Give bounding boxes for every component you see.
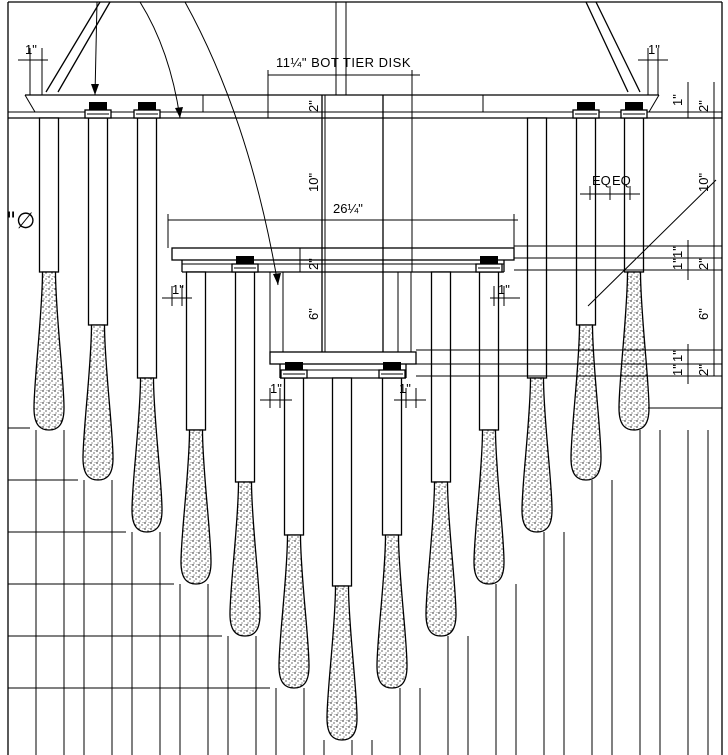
- dim-6in-right: 6": [696, 308, 711, 320]
- pendant-glass-drop: [521, 377, 553, 533]
- pendant-light: [326, 377, 358, 741]
- leader-lines: [91, 1, 717, 307]
- pendant-glass-drop: [229, 481, 261, 637]
- bot-tier-disk-label: 11¼" BOT TIER DISK: [276, 55, 411, 70]
- pendant-light: [376, 362, 408, 689]
- pendant-tube: [38, 117, 60, 273]
- pendant-tube: [575, 117, 597, 326]
- hanger-block: [138, 102, 156, 110]
- pendant-tube: [381, 377, 403, 536]
- hanger-block: [480, 256, 498, 264]
- dim-1in-right-mid-b: 1": [670, 258, 685, 270]
- level-lines-right: [416, 245, 722, 409]
- pendant-glass-drop: [131, 377, 163, 533]
- pendant-glass-drop: [82, 324, 114, 481]
- pendant-glass-drop: [278, 534, 310, 689]
- drawing-frame: [7, 1, 723, 755]
- background-grid-lines: [8, 427, 709, 755]
- width-26-label: 26¼": [333, 201, 363, 216]
- dim-1in-top-right: 1": [648, 42, 660, 57]
- hanger-block: [625, 102, 643, 110]
- dim-10in-right: 10": [696, 173, 711, 192]
- dim-1in-bot-left: 1": [270, 381, 282, 396]
- top-support-frame: [8, 1, 722, 119]
- pendant-light: [521, 117, 553, 533]
- middle-tier-disk: [171, 247, 515, 273]
- dim-2in-right-top: 2": [696, 100, 711, 112]
- dim-2in-center-top: 2": [306, 100, 321, 112]
- pendant-tube: [185, 271, 207, 431]
- pendant-tube: [283, 377, 305, 536]
- pendant-light: [33, 117, 65, 431]
- pendant-light: [570, 102, 602, 481]
- dim-2in-right-mid: 2": [696, 258, 711, 270]
- dim-1in-bot-right: 1": [399, 381, 411, 396]
- dim-6in-center: 6": [306, 308, 321, 320]
- central-shaft: [269, 95, 412, 352]
- pendant-tube: [331, 377, 353, 587]
- dim-1in-right-top: 1": [670, 94, 685, 106]
- dim-2in-center-mid: 2": [306, 258, 321, 270]
- annotations: 11¼" BOT TIER DISK 26¼" EQ EQ "∅ 1" 1" 1…: [6, 42, 711, 396]
- pendant-group: [33, 102, 650, 741]
- pendant-tube: [623, 117, 645, 273]
- dim-1in-right-bot-a: 1": [670, 350, 685, 362]
- eq-left-label: EQ: [592, 173, 611, 188]
- dim-1in-right-mid-a: 1": [670, 246, 685, 258]
- pendant-glass-drop: [33, 271, 65, 431]
- pendant-glass-drop: [618, 271, 650, 431]
- pendant-glass-drop: [473, 429, 505, 585]
- hanger-block: [285, 362, 303, 370]
- pendant-glass-drop: [425, 481, 457, 637]
- pendant-tube: [234, 271, 256, 483]
- pendant-tube: [430, 271, 452, 483]
- dim-2in-right-bot: 2": [696, 364, 711, 376]
- pendant-glass-drop: [180, 429, 212, 585]
- dim-1in-mid-left: 1": [172, 282, 184, 297]
- diameter-label: "∅: [6, 209, 35, 234]
- pendant-glass-drop: [570, 324, 602, 481]
- pendant-tube: [526, 117, 548, 379]
- eq-right-label: EQ: [612, 173, 631, 188]
- dimension-lines: [18, 48, 715, 408]
- pendant-light: [229, 256, 261, 637]
- dim-1in-top-left: 1": [25, 42, 37, 57]
- hanger-block: [236, 256, 254, 264]
- hanger-block: [89, 102, 107, 110]
- pendant-light: [180, 271, 212, 585]
- hanger-block: [577, 102, 595, 110]
- hanger-block: [383, 362, 401, 370]
- pendant-light: [131, 102, 163, 533]
- pendant-tube: [87, 117, 109, 326]
- pendant-tube: [136, 117, 158, 379]
- dim-1in-mid-right: 1": [498, 282, 510, 297]
- pendant-light: [473, 256, 505, 585]
- dim-10in-center: 10": [306, 173, 321, 192]
- pendant-glass-drop: [376, 534, 408, 689]
- pendant-light: [278, 362, 310, 689]
- pendant-tube: [478, 271, 500, 431]
- pendant-glass-drop: [326, 585, 358, 741]
- pendant-light: [425, 271, 457, 637]
- dim-1in-right-bot-b: 1": [670, 364, 685, 376]
- pendant-light: [82, 102, 114, 481]
- pendant-light: [618, 102, 650, 431]
